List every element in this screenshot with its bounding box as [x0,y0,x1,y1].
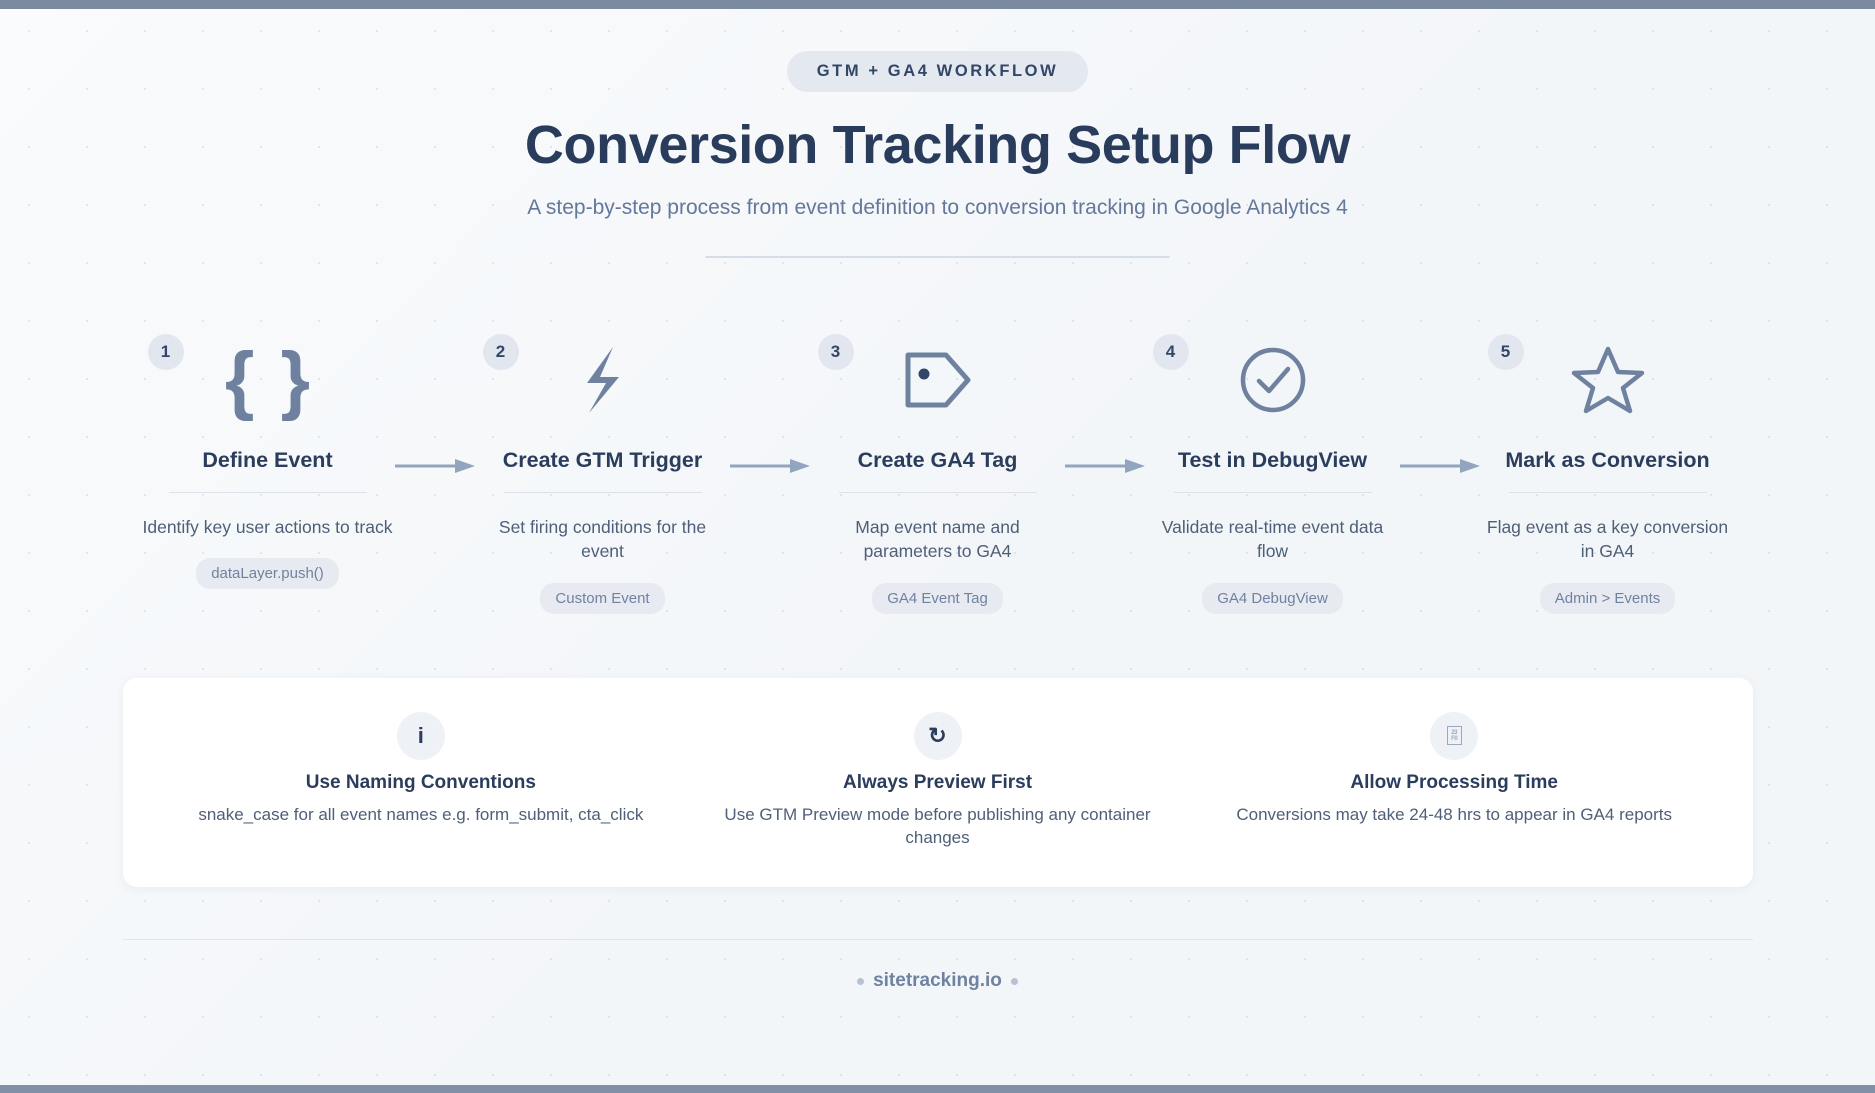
tip-title: Always Preview First [842,771,1033,793]
step-icon-row: 1 {​} [143,330,393,430]
top-accent-bar [0,0,1875,9]
step-divider [1508,492,1707,494]
step-divider [1173,492,1372,494]
curly-braces-icon: {​} [224,337,337,423]
tag-icon [902,337,974,423]
flow-arrow-2 [728,458,813,474]
step-chip: Custom Event [540,582,665,614]
tip-title: Allow Processing Time [1350,771,1558,793]
step-title: Test in DebugView [1177,448,1368,473]
info-icon: i [396,711,445,760]
step-card-5[interactable]: 5 Mark as Conversion Flag event as a key… [1483,330,1733,614]
step-title: Mark as Conversion [1505,448,1710,473]
step-description: Identify key user actions to track [142,517,393,538]
step-description: Validate real-time event data flow [1161,517,1384,562]
flow-arrow-1 [393,458,478,474]
eyebrow-badge: GTM + GA4 WORKFLOW [786,51,1089,92]
step-icon-row: 2 [478,330,728,430]
tips-card: i Use Naming Conventions snake_case for … [122,677,1753,888]
page-content: GTM + GA4 WORKFLOW Conversion Tracking S… [0,9,1875,1093]
step-title: Create GTM Trigger [502,448,703,473]
footer: sitetracking.io [48,970,1827,992]
step-card-4[interactable]: 4 Test in DebugView Validate real-time e… [1148,330,1398,614]
step-divider [838,492,1037,494]
footer-dot-right [1010,977,1018,985]
refresh-icon: ↻ [913,711,962,760]
step-icon-row: 4 [1148,330,1398,430]
step-divider [168,492,367,494]
star-icon [1570,337,1646,423]
lightning-bolt-icon [573,337,633,423]
step-icon-row: 3 [813,330,1063,430]
step-number-badge: 1 [147,334,184,371]
tip-item-1: i Use Naming Conventions snake_case for … [163,711,680,850]
footer-divider [122,939,1753,941]
step-card-2[interactable]: 2 Create GTM Trigger Set firing conditio… [478,330,728,614]
step-icon-row: 5 [1483,330,1733,430]
step-description: Set firing conditions for the event [498,517,707,562]
step-card-3[interactable]: 3 Create GA4 Tag Map event name and para… [813,330,1063,614]
step-number-badge: 5 [1487,334,1524,371]
step-card-1[interactable]: 1 {​} Define Event Identify key user act… [142,330,393,590]
step-chip: Admin > Events [1539,582,1676,614]
footer-brand: sitetracking.io [873,970,1002,992]
step-divider [503,492,702,494]
page-title: Conversion Tracking Setup Flow [524,115,1351,175]
tip-title: Use Naming Conventions [305,771,536,793]
page-subtitle: A step-by-step process from event defini… [527,196,1348,220]
step-number-badge: 3 [817,334,854,371]
step-description: Map event name and parameters to GA4 [855,517,1020,562]
page-header: GTM + GA4 WORKFLOW Conversion Tracking S… [48,9,1827,259]
step-chip: GA4 Event Tag [872,582,1003,614]
step-chip: GA4 DebugView [1202,582,1343,614]
step-number-badge: 4 [1152,334,1189,371]
tip-item-2: ↻ Always Preview First Use GTM Preview m… [679,711,1196,850]
workflow-steps: 1 {​} Define Event Identify key user act… [48,330,1827,614]
tip-description: snake_case for all event names e.g. form… [198,804,644,824]
step-number-badge: 2 [482,334,519,371]
step-chip: dataLayer.push() [196,558,339,590]
step-title: Create GA4 Tag [857,448,1018,473]
step-description: Flag event as a key conversion in GA4 [1486,517,1729,562]
header-divider [705,256,1170,259]
footer-dot-left [857,977,865,985]
tip-description: Use GTM Preview mode before publishing a… [724,804,1151,847]
tip-description: Conversions may take 24-48 hrs to appear… [1236,804,1672,824]
check-circle-icon [1238,337,1308,423]
flow-arrow-3 [1063,458,1148,474]
flow-arrow-4 [1398,458,1483,474]
step-title: Define Event [202,448,333,473]
bottom-accent-bar [0,1085,1875,1093]
